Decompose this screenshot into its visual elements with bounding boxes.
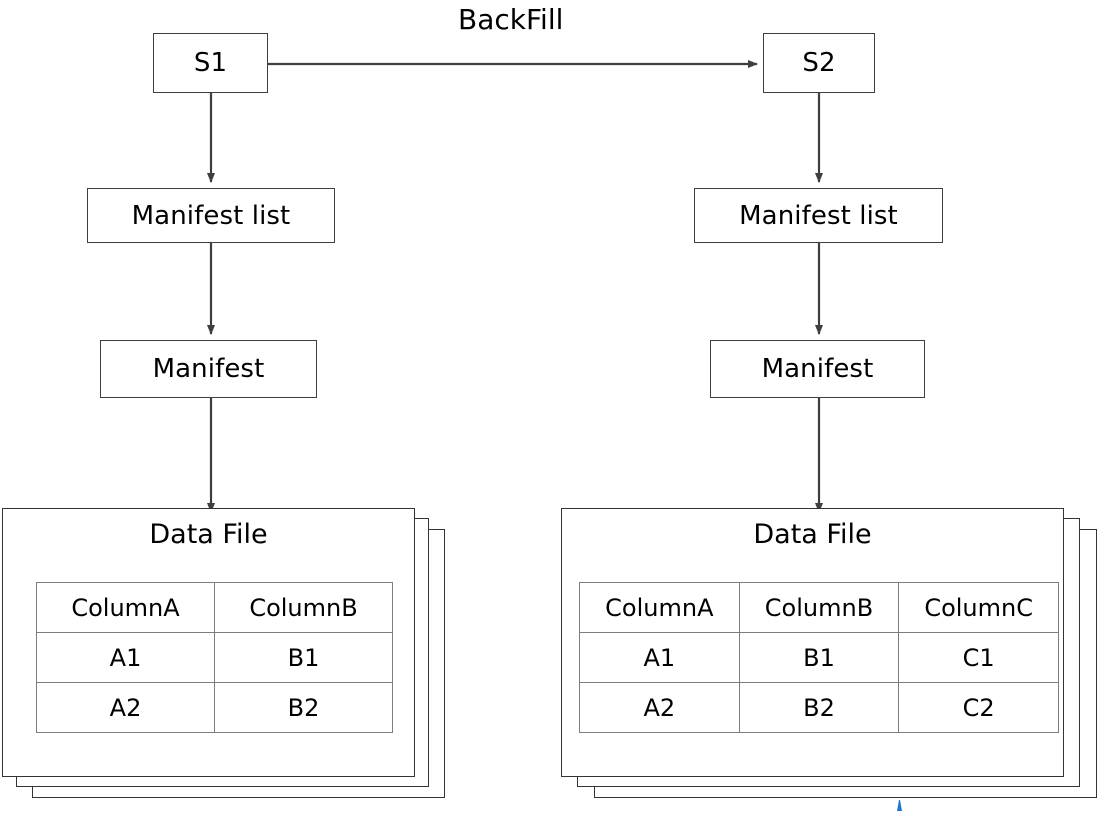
node-manifest-list-left-label: Manifest list — [131, 200, 291, 231]
table-cell: A1 — [579, 632, 740, 683]
data-file-table-left: ColumnA ColumnB A1 B1 A2 B2 — [36, 582, 393, 733]
table-row: A2 B2 — [36, 682, 393, 733]
table-cell: C2 — [898, 682, 1059, 733]
node-snapshot-s1-label: S1 — [193, 48, 228, 78]
table-cell: B1 — [214, 632, 393, 683]
data-file-card-front[interactable]: Data File ColumnA ColumnB A1 B1 A2 B2 — [2, 508, 415, 777]
node-manifest-left-label: Manifest — [152, 354, 265, 384]
node-manifest-list-left[interactable]: Manifest list — [87, 188, 335, 243]
table-row: A1 B1 — [36, 632, 393, 683]
node-manifest-right-label: Manifest — [761, 354, 874, 384]
table-header-cell: ColumnB — [214, 582, 393, 633]
table-cell: A1 — [36, 632, 215, 683]
table-cell: A2 — [579, 682, 740, 733]
table-cell: B2 — [214, 682, 393, 733]
node-manifest-left[interactable]: Manifest — [100, 340, 317, 398]
table-cell: B1 — [738, 632, 900, 683]
node-manifest-right[interactable]: Manifest — [710, 340, 925, 398]
data-file-title-left: Data File — [149, 519, 268, 550]
diagram-title: BackFill — [458, 3, 564, 36]
table-header-row: ColumnA ColumnB — [36, 582, 393, 633]
table-cell: C1 — [898, 632, 1059, 683]
text-caret-artifact — [897, 800, 902, 811]
data-file-stack-left: Data File ColumnA ColumnB A1 B1 A2 B2 — [0, 505, 460, 805]
table-header-cell: ColumnA — [579, 582, 740, 633]
table-row: A2 B2 C2 — [579, 682, 1059, 733]
node-snapshot-s1[interactable]: S1 — [153, 33, 268, 93]
table-header-cell: ColumnB — [738, 582, 900, 633]
node-snapshot-s2-label: S2 — [802, 48, 836, 78]
node-manifest-list-right-label: Manifest list — [739, 200, 898, 231]
data-file-stack-right: Data File ColumnA ColumnB ColumnC A1 B1 … — [558, 505, 1118, 805]
table-cell: B2 — [738, 682, 900, 733]
data-file-table-right: ColumnA ColumnB ColumnC A1 B1 C1 A2 B2 C… — [579, 582, 1059, 733]
table-row: A1 B1 C1 — [579, 632, 1059, 683]
table-header-cell: ColumnC — [898, 582, 1059, 633]
table-header-row: ColumnA ColumnB ColumnC — [579, 582, 1059, 633]
table-header-cell: ColumnA — [36, 582, 215, 633]
data-file-title-right: Data File — [753, 519, 872, 550]
node-manifest-list-right[interactable]: Manifest list — [694, 188, 943, 243]
data-file-card-front[interactable]: Data File ColumnA ColumnB ColumnC A1 B1 … — [561, 508, 1064, 777]
node-snapshot-s2[interactable]: S2 — [763, 33, 875, 93]
table-cell: A2 — [36, 682, 215, 733]
